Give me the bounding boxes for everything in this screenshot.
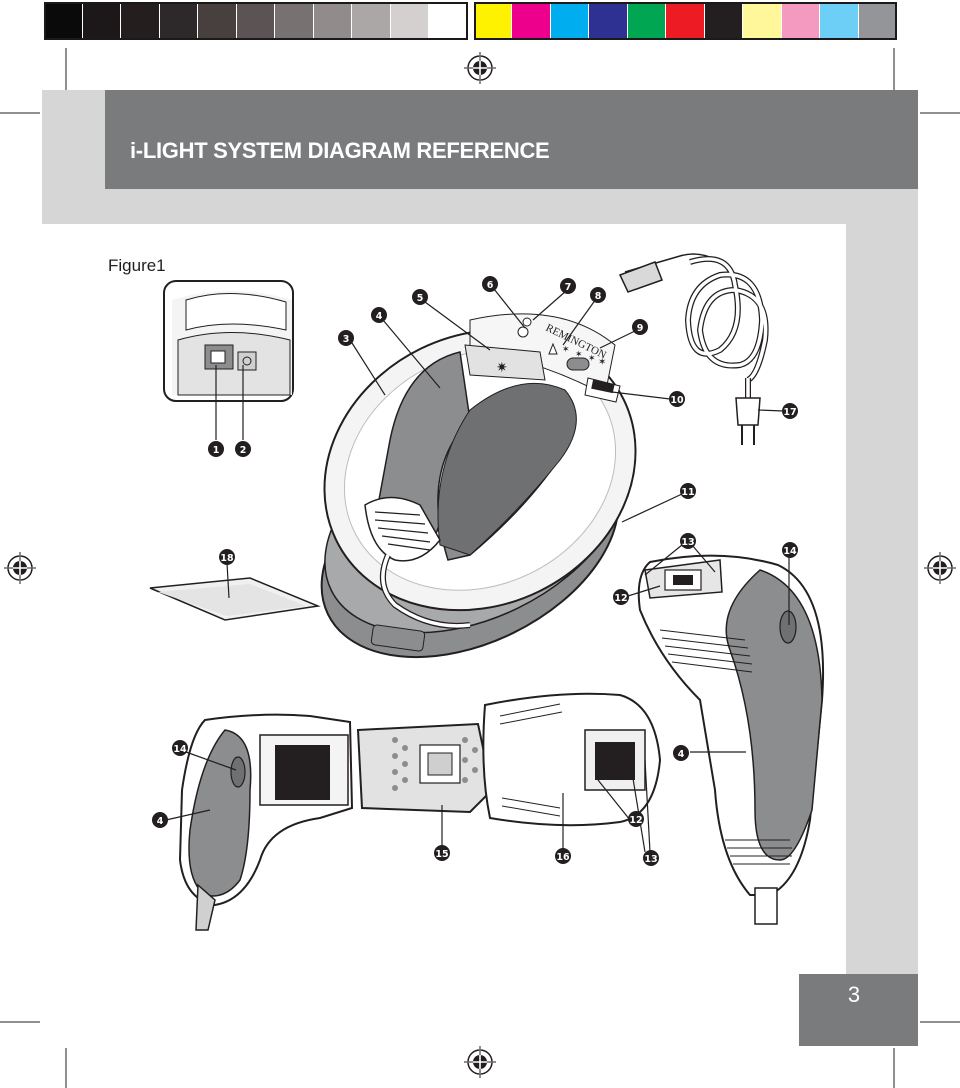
page-title: i-LIGHT SYSTEM DIAGRAM REFERENCE [130, 138, 550, 163]
callout-7: 7 [560, 278, 576, 294]
callout-15: 15 [434, 845, 450, 861]
handpiece-front-cover [482, 692, 662, 827]
callout-6: 6 [482, 276, 498, 292]
right-margin-band [846, 224, 918, 1046]
color-swatch [704, 2, 742, 40]
svg-text:9: 9 [637, 323, 644, 334]
power-switch-inset [163, 280, 294, 402]
lamp-cartridge [356, 722, 494, 814]
svg-text:2: 2 [240, 445, 247, 456]
figure-label: Figure1 [108, 256, 166, 275]
color-swatch [512, 2, 550, 40]
svg-text:5: 5 [417, 293, 424, 304]
color-swatch [82, 2, 120, 40]
color-swatch [44, 2, 82, 40]
svg-text:✶: ✶ [588, 353, 596, 363]
color-swatch [820, 2, 858, 40]
registration-mark-left [3, 551, 37, 585]
leader-lines [165, 288, 790, 853]
svg-text:✶: ✶ [598, 357, 606, 368]
callout-5: 5 [412, 289, 428, 305]
color-swatch [589, 2, 627, 40]
callout-8: 8 [590, 287, 606, 303]
callout-1: 1 [208, 441, 224, 457]
callout-13b: 13 [643, 850, 659, 866]
color-swatch [781, 2, 819, 40]
header-bar [105, 90, 918, 189]
svg-text:1: 1 [213, 445, 220, 456]
power-cord [618, 253, 769, 445]
registration-mark-bottom [463, 1045, 497, 1079]
callout-18: 18 [219, 549, 235, 565]
callout-17: 17 [782, 403, 798, 419]
svg-text:7: 7 [565, 282, 572, 293]
color-swatch [352, 2, 390, 40]
callout-2: 2 [235, 441, 251, 457]
page-number-box [799, 974, 918, 1046]
callout-14a: 14 [782, 542, 798, 558]
base-unit: REMINGTON ✶ ✶ ✶ ✶ ✷ [320, 313, 637, 659]
callout-markers: 1 2 3 4 5 6 7 8 9 10 17 11 18 13 14 12 4… [152, 276, 798, 866]
callout-14b: 14 [172, 740, 188, 756]
callout-12a: 12 [613, 589, 629, 605]
handpiece-open-body [178, 713, 354, 931]
color-swatch [275, 2, 313, 40]
svg-text:13: 13 [681, 537, 694, 548]
svg-text:4: 4 [678, 749, 685, 760]
svg-text:3: 3 [343, 334, 350, 345]
svg-text:4: 4 [376, 311, 383, 322]
callout-9: 9 [632, 319, 648, 335]
callout-12b: 12 [628, 811, 644, 827]
color-swatch [390, 2, 428, 40]
svg-text:✷: ✷ [496, 359, 508, 375]
svg-text:4: 4 [157, 816, 164, 827]
color-swatch [198, 2, 236, 40]
svg-text:10: 10 [670, 395, 684, 406]
callout-4c: 4 [152, 812, 168, 828]
color-swatch [858, 2, 896, 40]
registration-mark-top [463, 51, 497, 85]
cleaning-cloth [149, 577, 321, 621]
callout-13a: 13 [680, 533, 696, 549]
color-swatch [743, 2, 781, 40]
color-swatch [429, 2, 467, 40]
callout-4a: 4 [371, 307, 387, 323]
color-swatch [121, 2, 159, 40]
registration-mark-right [923, 551, 957, 585]
svg-text:6: 6 [487, 280, 494, 291]
svg-text:8: 8 [595, 291, 602, 302]
svg-text:12: 12 [614, 593, 627, 604]
svg-text:11: 11 [681, 487, 694, 498]
svg-text:14: 14 [173, 744, 187, 755]
color-swatch [313, 2, 351, 40]
callout-11: 11 [680, 483, 696, 499]
callout-3: 3 [338, 330, 354, 346]
svg-text:14: 14 [783, 546, 797, 557]
svg-text:18: 18 [220, 553, 234, 564]
svg-text:12: 12 [629, 815, 642, 826]
handpiece-right [637, 554, 825, 925]
color-swatch [550, 2, 588, 40]
color-swatch [627, 2, 665, 40]
callout-16: 16 [555, 848, 571, 864]
svg-text:16: 16 [556, 852, 570, 863]
svg-text:✶: ✶ [575, 349, 583, 359]
color-swatch [236, 2, 274, 40]
callout-4b: 4 [673, 745, 689, 761]
color-swatch [666, 2, 704, 40]
page-number: 3 [847, 982, 861, 1007]
svg-text:13: 13 [644, 854, 657, 865]
color-swatch [473, 2, 511, 40]
svg-text:✶: ✶ [562, 344, 570, 354]
callout-10: 10 [669, 391, 685, 407]
svg-text:15: 15 [435, 849, 448, 860]
svg-text:17: 17 [783, 407, 796, 418]
crop-marks [0, 48, 960, 1088]
color-swatch [159, 2, 197, 40]
